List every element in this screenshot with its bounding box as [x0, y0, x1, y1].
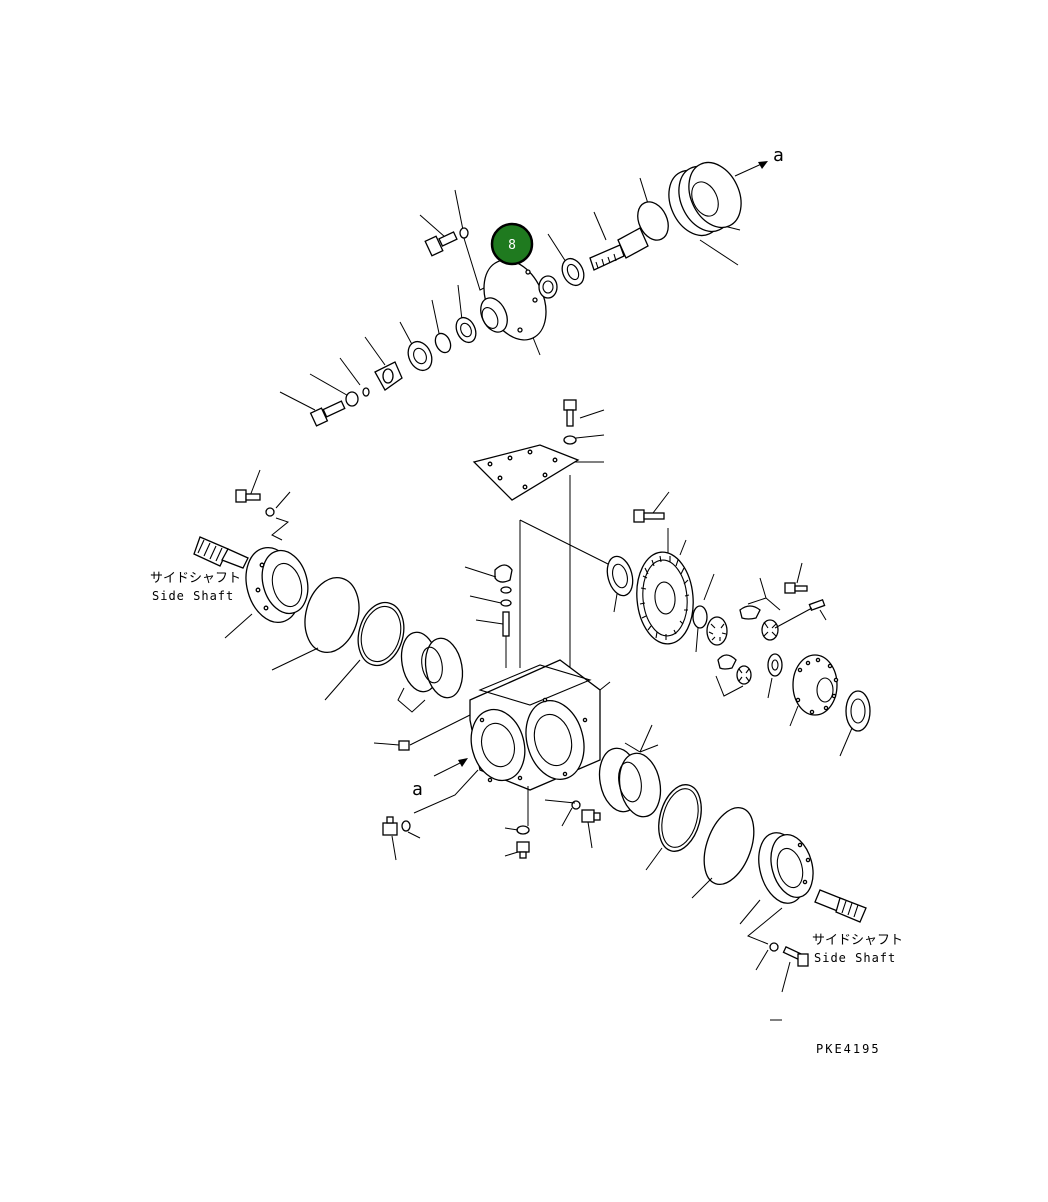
drain-plug-left-part: [382, 816, 421, 861]
spacer-part: [538, 275, 558, 299]
callout-8[interactable]: 8: [490, 222, 534, 266]
pinion-gear-top-part: [739, 605, 761, 620]
side-shaft-en-left: Side Shaft: [152, 589, 234, 603]
side-shaft-jp-right: サイドシャフト: [812, 933, 903, 948]
ring-gear-part: [636, 539, 694, 645]
cover-plate-part: [472, 444, 580, 501]
left-o-ring-part: [304, 577, 360, 653]
arrow-label-mid: a: [412, 779, 423, 800]
left-bearing-part: [400, 631, 464, 699]
seal-part: [434, 332, 452, 354]
diff-bolt-small-part: [784, 562, 808, 594]
breather-part: [475, 611, 510, 668]
right-housing-part: [739, 832, 814, 925]
elbow-fitting-part: [464, 564, 513, 607]
top-cover-assembly: [472, 399, 611, 680]
cover-washer-part: [563, 435, 577, 445]
right-bearing-part: [598, 747, 662, 818]
right-washer-part: [769, 942, 779, 952]
diff-case-part: [789, 654, 839, 727]
differential-assembly: [606, 491, 871, 757]
plate-washer-part: [345, 391, 359, 407]
small-washer-part: [362, 387, 370, 397]
left-housing-part: [245, 547, 309, 623]
arrow-label-top: a: [773, 145, 784, 166]
drain-plugs: [382, 786, 601, 861]
side-plug-part: [373, 714, 471, 751]
lower-bolt-part: [309, 400, 346, 427]
right-snap-ring-part: [645, 784, 702, 871]
yoke-part: [374, 361, 403, 391]
side-gear-part: [706, 616, 728, 646]
left-shaft-part: [193, 536, 249, 569]
thrust-washer-part: [692, 605, 708, 629]
left-snap-ring-part: [357, 601, 405, 667]
bearing-cone-part: [455, 316, 477, 344]
side-shaft-jp-left: サイドシャフト: [150, 571, 241, 586]
callout-circle[interactable]: [490, 222, 534, 266]
pinion-shaft-part: [589, 227, 649, 271]
bolt-part: [424, 231, 458, 257]
cover-bolt-part: [563, 399, 577, 427]
ring-bolt-part: [633, 509, 665, 523]
left-bolt-part: [235, 489, 261, 503]
drawing-code: PKE4195: [816, 1042, 881, 1056]
plug-right-part: [544, 799, 601, 849]
left-side-shaft-assembly: サイドシャフト Side Shaft: [150, 469, 464, 713]
coupling-part: [407, 340, 433, 372]
diff-bearing-right-part: [839, 690, 871, 757]
axle-housing-part: [464, 564, 611, 791]
right-shaft-part: [814, 889, 867, 923]
right-side-shaft-assembly: サイドシャフト Side Shaft: [598, 724, 903, 1021]
pinion-gear-bottom-part: [715, 654, 752, 697]
left-washer-part: [265, 507, 275, 517]
o-ring-part: [637, 201, 669, 241]
pinion-assembly: a 8: [279, 145, 784, 427]
drain-plug-center-part: [504, 786, 530, 859]
washer-part: [459, 227, 469, 239]
arrow-a-mid: a: [412, 758, 479, 814]
flange-housing-part: [480, 259, 547, 341]
diff-bearing-part: [606, 555, 634, 613]
diff-pin-part: [774, 598, 827, 629]
side-shaft-en-right: Side Shaft: [814, 951, 896, 965]
right-o-ring-part: [691, 807, 755, 899]
diff-thrust-washer-part: [767, 653, 783, 699]
right-bolt-part: [782, 946, 809, 967]
callout-number: 8: [508, 238, 516, 253]
bearing-part: [561, 257, 585, 287]
spider-gear-part: [761, 619, 779, 641]
shims-part: [668, 161, 742, 237]
